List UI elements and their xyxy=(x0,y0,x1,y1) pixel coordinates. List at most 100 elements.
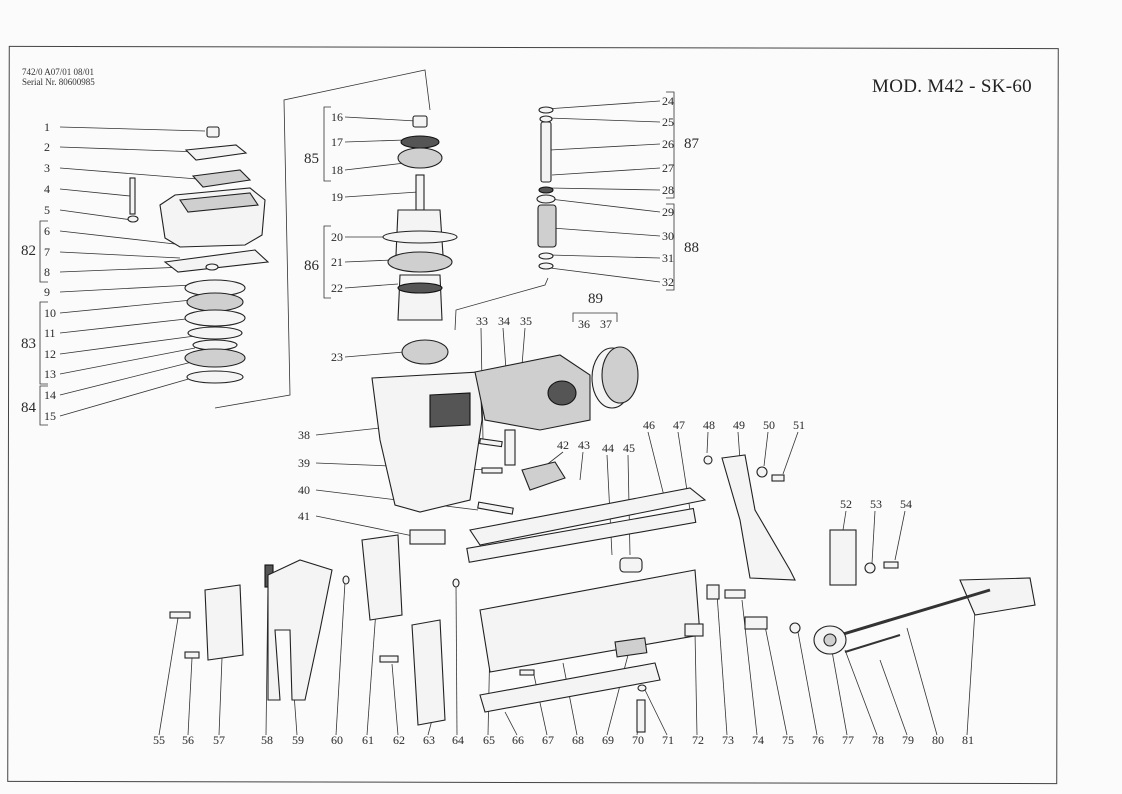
part-number-label: 26 xyxy=(662,137,674,151)
part-number-label: 58 xyxy=(261,733,273,747)
part-number-label: 34 xyxy=(498,314,510,328)
part-number-label: 40 xyxy=(298,483,310,497)
part-number-label: 56 xyxy=(182,733,194,747)
part-number-label: 77 xyxy=(842,733,854,747)
part-number-label: 76 xyxy=(812,733,824,747)
part-number-label: 54 xyxy=(900,497,912,511)
tool-body xyxy=(371,346,639,513)
part-number-label: 81 xyxy=(962,733,974,747)
part-number-label: 4 xyxy=(44,182,50,196)
pusher-assembly xyxy=(684,577,1036,655)
part-number-label: 44 xyxy=(602,441,614,455)
group-number-label: 85 xyxy=(304,151,319,167)
part-number-label: 69 xyxy=(602,733,614,747)
part-number-label: 52 xyxy=(840,497,852,511)
part-number-label: 20 xyxy=(331,230,343,244)
part-number-label: 55 xyxy=(153,733,165,747)
part-number-label: 74 xyxy=(752,733,764,747)
part-number-label: 48 xyxy=(703,418,715,432)
cylinder-cap-assembly xyxy=(127,126,270,273)
part-number-label: 15 xyxy=(44,409,56,423)
doc-code: 742/0 A07/01 08/01 xyxy=(22,67,95,77)
part-number-label: 38 xyxy=(298,428,310,442)
part-number-label: 50 xyxy=(763,418,775,432)
part-number-label: 42 xyxy=(557,438,569,452)
part-number-label: 2 xyxy=(44,140,50,154)
part-number-label: 70 xyxy=(632,733,644,747)
part-number-label: 57 xyxy=(213,733,225,747)
part-number-label: 13 xyxy=(44,367,56,381)
part-number-label: 47 xyxy=(673,418,685,432)
part-number-label: 72 xyxy=(692,733,704,747)
group-number-label: 83 xyxy=(21,336,36,352)
part-number-label: 1 xyxy=(44,120,50,134)
group-number-label: 89 xyxy=(588,291,603,307)
part-number-label: 66 xyxy=(512,733,524,747)
part-number-label: 28 xyxy=(662,183,674,197)
part-number-label: 79 xyxy=(902,733,914,747)
part-number-label: 16 xyxy=(331,110,343,124)
part-number-label: 5 xyxy=(44,203,50,217)
part-number-label: 60 xyxy=(331,733,343,747)
part-number-label: 19 xyxy=(331,190,343,204)
part-number-label: 67 xyxy=(542,733,554,747)
part-number-label: 35 xyxy=(520,314,532,328)
trigger-parts xyxy=(409,429,566,545)
part-number-label: 64 xyxy=(452,733,464,747)
part-number-label: 36 xyxy=(578,317,590,331)
part-number-label: 37 xyxy=(600,317,612,331)
part-number-label: 32 xyxy=(662,275,674,289)
part-number-label: 62 xyxy=(393,733,405,747)
part-number-label: 17 xyxy=(331,135,343,149)
part-number-label: 30 xyxy=(662,229,674,243)
part-number-label: 27 xyxy=(662,161,674,175)
group-number-label: 87 xyxy=(684,136,700,152)
part-number-label: 3 xyxy=(44,161,50,175)
valve-assembly-right xyxy=(536,106,557,270)
magazine-assembly xyxy=(466,487,707,713)
piston-rings-left xyxy=(184,279,246,384)
part-number-label: 51 xyxy=(793,418,805,432)
part-number-label: 65 xyxy=(483,733,495,747)
part-number-label: 41 xyxy=(298,509,310,523)
part-number-label: 14 xyxy=(44,388,56,402)
part-number-label: 68 xyxy=(572,733,584,747)
group-number-label: 88 xyxy=(684,240,699,256)
group-number-label: 82 xyxy=(21,243,36,259)
part-number-label: 71 xyxy=(662,733,674,747)
part-number-label: 49 xyxy=(733,418,745,432)
part-number-label: 11 xyxy=(44,326,56,340)
part-number-label: 29 xyxy=(662,205,674,219)
part-number-label: 7 xyxy=(44,245,50,259)
part-number-label: 73 xyxy=(722,733,734,747)
part-number-label: 33 xyxy=(476,314,488,328)
model-title: MOD. M42 - SK-60 xyxy=(872,76,1032,97)
part-number-labels: 1234567891011121314151617181920212223242… xyxy=(21,94,974,747)
part-number-label: 39 xyxy=(298,456,310,470)
part-number-label: 22 xyxy=(331,281,343,295)
part-number-label: 61 xyxy=(362,733,374,747)
serial-number: Serial Nr. 80600985 xyxy=(22,77,95,87)
piston-assembly-center xyxy=(382,115,458,365)
part-number-label: 10 xyxy=(44,306,56,320)
part-number-label: 45 xyxy=(623,441,635,455)
group-number-label: 84 xyxy=(21,400,37,416)
part-number-label: 6 xyxy=(44,224,50,238)
part-number-label: 8 xyxy=(44,265,50,279)
part-number-label: 53 xyxy=(870,497,882,511)
part-number-label: 12 xyxy=(44,347,56,361)
part-number-label: 63 xyxy=(423,733,435,747)
part-number-label: 31 xyxy=(662,251,674,265)
part-number-label: 43 xyxy=(578,438,590,452)
part-number-label: 18 xyxy=(331,163,343,177)
part-number-label: 25 xyxy=(662,115,674,129)
bracket-parts-right xyxy=(703,454,899,586)
part-number-label: 80 xyxy=(932,733,944,747)
part-number-label: 9 xyxy=(44,285,50,299)
part-number-label: 23 xyxy=(331,350,343,364)
part-number-label: 78 xyxy=(872,733,884,747)
group-number-label: 86 xyxy=(304,258,320,274)
part-number-label: 59 xyxy=(292,733,304,747)
part-number-label: 24 xyxy=(662,94,674,108)
